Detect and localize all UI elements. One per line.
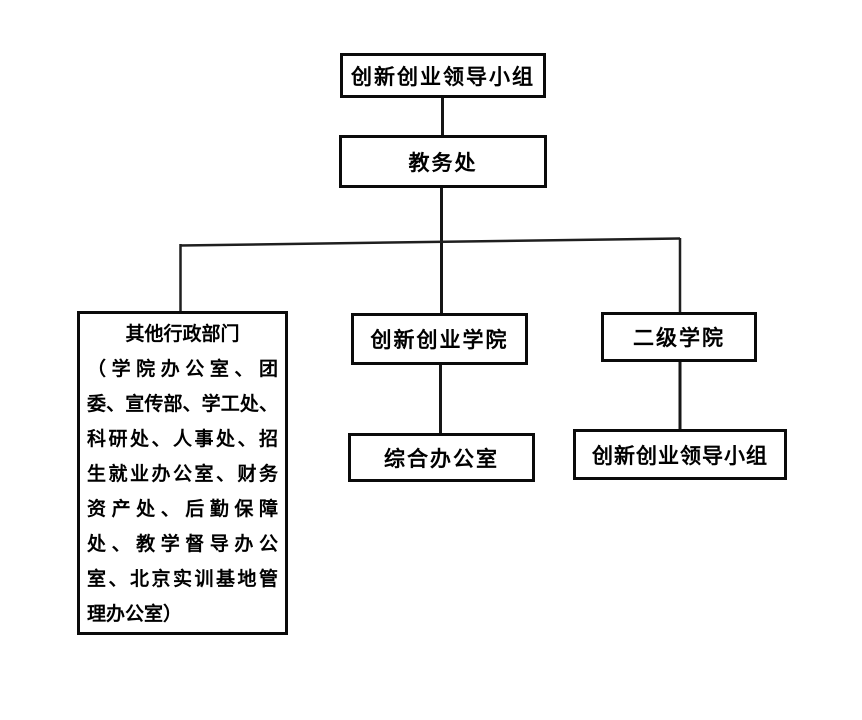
- edge-distribution-horizontal: [179, 237, 681, 247]
- node-academic-affairs: 教务处: [339, 135, 547, 188]
- node-other-admin-line: （学院办公室、团: [87, 358, 278, 380]
- node-secondary-colleges: 二级学院: [601, 312, 757, 362]
- node-innovation-college-label: 创新创业学院: [370, 328, 509, 352]
- node-leading-group-top: 创新创业领导小组: [340, 53, 546, 98]
- node-leading-group-top-label: 创新创业领导小组: [351, 64, 535, 89]
- node-other-admin-line: 理办公室）: [87, 603, 183, 625]
- node-leading-group-secondary: 创新创业领导小组: [573, 429, 787, 480]
- node-academic-affairs-label: 教务处: [408, 150, 478, 175]
- node-leading-group-secondary-label: 创新创业领导小组: [592, 443, 768, 468]
- node-other-admin-line: 其他行政部门: [125, 323, 240, 345]
- node-other-admin-line: 科研处、人事处、招: [87, 428, 278, 450]
- node-other-admin-line: 处、教学督导办公: [87, 533, 278, 555]
- node-secondary-colleges-label: 二级学院: [633, 326, 725, 350]
- node-general-office-label: 综合办公室: [384, 446, 499, 471]
- node-other-admin-line: 委、宣传部、学工处、: [87, 393, 278, 415]
- node-other-admin-line: 室、北京实训基地管: [87, 568, 278, 590]
- node-general-office: 综合办公室: [348, 433, 535, 482]
- node-innovation-college: 创新创业学院: [351, 313, 528, 365]
- node-other-admin-departments: 其他行政部门 （学院办公室、团 委、宣传部、学工处、 科研处、人事处、招 生就业…: [77, 311, 288, 635]
- node-other-admin-line: 生就业办公室、财务: [87, 463, 278, 485]
- node-other-admin-line: 资产处、后勤保障: [87, 498, 278, 520]
